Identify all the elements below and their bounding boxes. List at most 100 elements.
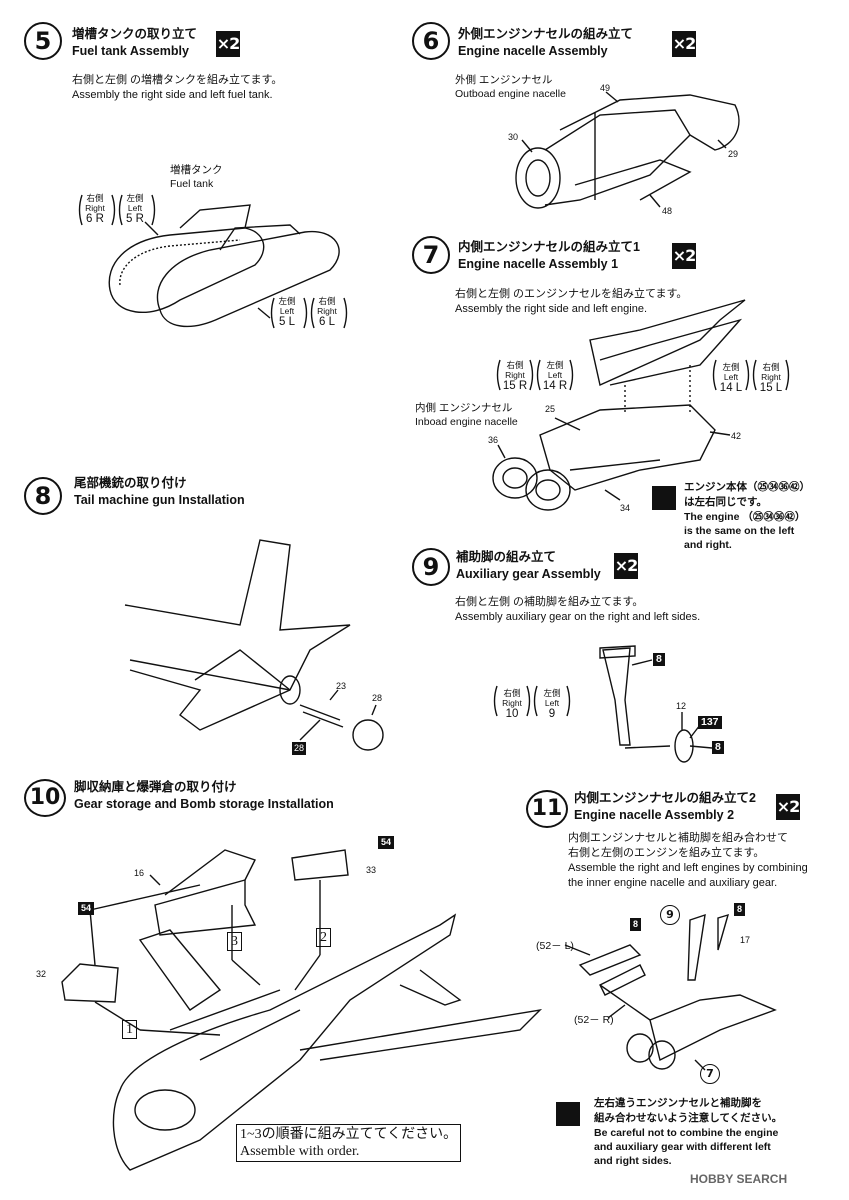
order-mark-3: 3 [227, 932, 242, 951]
step-5-title-jp: 増槽タンクの取り立て [72, 27, 198, 41]
order-instruction-en: Assemble with order. [240, 1144, 360, 1159]
order-mark-2: 2 [316, 928, 331, 947]
step-5-number: 5 [24, 22, 62, 60]
step-11-number: 11 [526, 790, 568, 828]
step-10-title-en: Gear storage and Bomb storage Installati… [74, 797, 334, 811]
part-number-33: 33 [366, 865, 377, 875]
step-7-note-jp: 右側と左側 のエンジンナセルを組み立てます。 [455, 288, 688, 300]
part-number-48: 48 [662, 206, 673, 216]
step-9-title-en: Auxiliary gear Assembly [456, 567, 601, 581]
part-number-28-runner: 28 [292, 742, 307, 755]
outboard-nacelle-label-jp: 外側 エンジンナセル [455, 74, 553, 86]
step-7-title-en: Engine nacelle Assembly 1 [458, 257, 619, 271]
inboard-nacelle-label-en: Inboad engine nacelle [415, 416, 518, 428]
step-5-times-badge: ×2 [216, 31, 240, 57]
part-number-8-runner: 8 [653, 653, 665, 666]
fuel-tank-label-en: Fuel tank [170, 178, 214, 190]
step-11-note-jp-1: 内側エンジンナセルと補助脚を組み合わせて [568, 832, 788, 844]
step-11-note-en-1: Assemble the right and left engines by c… [568, 862, 808, 874]
step-7-warn-jp-2: は左右同じです。 [684, 496, 767, 508]
step-6-title-en: Engine nacelle Assembly [458, 44, 608, 58]
step-7-warn-en-3: and right. [684, 539, 732, 551]
step-10-number: 10 [24, 779, 66, 817]
step-5-note-jp: 右側と左側 の増槽タンクを組み立てます。 [72, 74, 283, 86]
step-11-warn-en-3: and right sides. [594, 1155, 672, 1167]
step-11-warn-jp-2: 組み合わせないよう注意してください。 [594, 1112, 783, 1124]
part-code-52r: (52－ R) [574, 1014, 614, 1026]
step-11-warn-jp-1: 左右違うエンジンナセルと補助脚を [594, 1097, 762, 1109]
part-number-42: 42 [731, 431, 742, 441]
step-11-times-badge: ×2 [776, 794, 800, 820]
part-code-52l: (52－ L) [536, 940, 574, 952]
part-number-137-runner: 137 [698, 716, 722, 729]
watermark: HOBBY SEARCH [690, 1172, 788, 1186]
step-7-number: 7 [412, 236, 450, 274]
fuselage-drawing [61, 849, 543, 1171]
part-number-23: 23 [336, 681, 347, 691]
part-number-28: 28 [372, 693, 383, 703]
tail-section-drawing [124, 539, 384, 751]
part-number-34: 34 [620, 503, 631, 513]
step-11-note-jp-2: 右側と左側のエンジンを組み立てます。 [568, 847, 765, 859]
part-number-29: 29 [728, 149, 739, 159]
step-9-number: 9 [412, 548, 450, 586]
inboard-nacelle-drawing [492, 299, 746, 511]
part-number-8b-runner: 8 [712, 741, 724, 754]
step-11-warn-en-2: and auxiliary gear with different left [594, 1141, 771, 1153]
step-11-title-en: Engine nacelle Assembly 2 [574, 808, 735, 822]
step-10-title-jp: 脚収納庫と爆弾倉の取り付け [74, 780, 237, 794]
fuel-tank-label-jp: 増槽タンク [170, 164, 223, 176]
step-9-title-jp: 補助脚の組み立て [456, 550, 557, 564]
step-11-warn-en-1: Be careful not to combine the engine [594, 1127, 779, 1139]
order-instruction-jp: 1~3の順番に組み立ててください。 [240, 1127, 458, 1142]
part-number-30: 30 [508, 132, 519, 142]
part-number-12: 12 [676, 701, 687, 711]
step-7-reference: 7 [700, 1064, 720, 1084]
step-6-title-jp: 外側エンジンナセルの組み立て [458, 27, 634, 41]
engine-gear-combine-drawing [564, 913, 777, 1071]
step-5-title-en: Fuel tank Assembly [72, 44, 189, 58]
step-8-title-jp: 尾部機銃の取り付け [74, 476, 187, 490]
caution-icon [556, 1102, 580, 1126]
caution-icon [652, 486, 676, 510]
step-8-number: 8 [24, 477, 62, 515]
inboard-nacelle-label-jp: 内側 エンジンナセル [415, 402, 513, 414]
part-number-8c-runner: 8 [630, 918, 642, 931]
outboard-nacelle-drawing [515, 91, 740, 209]
part-number-54b-runner: 54 [78, 902, 95, 915]
step-9-reference: 9 [660, 905, 680, 925]
step-11-note-en-2: the inner engine nacelle and auxiliary g… [568, 877, 778, 889]
step-9-note-jp: 右側と左側 の補助脚を組み立てます。 [455, 596, 644, 608]
part-number-49: 49 [600, 83, 611, 93]
step-7-title-jp: 内側エンジンナセルの組み立て1 [458, 240, 640, 254]
part-number-17: 17 [740, 935, 751, 945]
part-number-54-runner: 54 [378, 836, 395, 849]
step-6-times-badge: ×2 [672, 31, 696, 57]
step-5-note-en: Assembly the right side and left fuel ta… [72, 89, 273, 101]
step-7-note-en: Assembly the right side and left engine. [455, 303, 648, 315]
step-7-warn-en-2: is the same on the left [684, 525, 795, 537]
step-7-times-badge: ×2 [672, 243, 696, 269]
step-9-times-badge: ×2 [614, 553, 638, 579]
order-mark-1: 1 [122, 1020, 137, 1039]
part-number-25: 25 [545, 404, 556, 414]
order-instruction-box: 1~3の順番に組み立ててください。 Assemble with order. [236, 1124, 462, 1162]
step-9-note-en: Assembly auxiliary gear on the right and… [455, 611, 701, 623]
step-7-warn-jp-1: エンジン本体（㉕㉞㊱㊷） [684, 481, 810, 493]
part-number-32: 32 [36, 969, 47, 979]
step-8-title-en: Tail machine gun Installation [74, 493, 245, 507]
step-7-warn-en-1: The engine （㉕㉞㊱㊷） [684, 511, 806, 523]
step-6-number: 6 [412, 22, 450, 60]
step-11-title-jp: 内側エンジンナセルの組み立て2 [574, 791, 756, 805]
